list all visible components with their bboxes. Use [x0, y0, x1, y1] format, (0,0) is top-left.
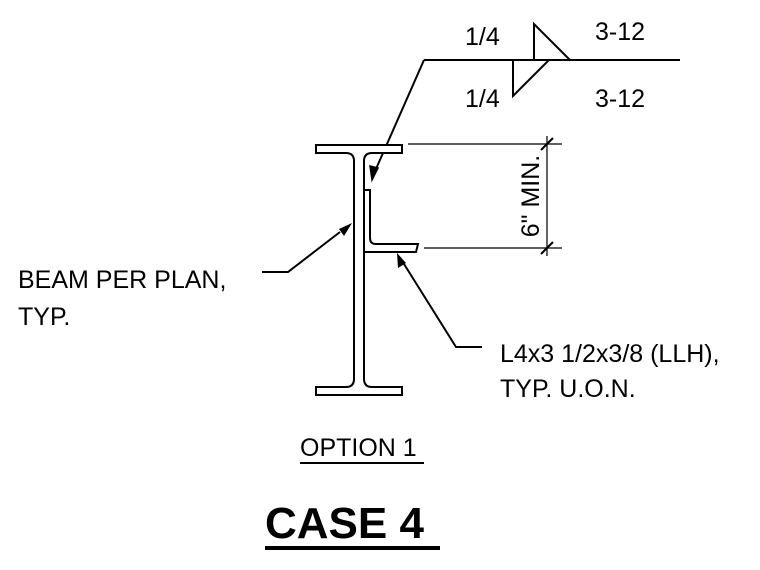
weld-length-arrow-side: 3-12	[595, 18, 645, 46]
dimension	[408, 136, 562, 256]
angle-leader	[403, 263, 482, 348]
option-label: OPTION 1	[300, 434, 417, 462]
dimension-tick-top	[540, 137, 554, 151]
angle-note-line2: TYP. U.O.N.	[500, 375, 636, 403]
angle-leader-line	[403, 263, 482, 348]
weld-length-other-side: 3-12	[595, 85, 645, 113]
angle-leader-arrowhead	[397, 253, 406, 268]
fillet-weld-arrow-side	[533, 21, 573, 61]
beam-note-line2: TYP.	[18, 303, 70, 331]
angle-profile	[363, 189, 420, 253]
dimension-text: 6" MIN.	[517, 155, 545, 238]
weld-symbol	[371, 21, 680, 179]
beam-leader	[262, 231, 341, 273]
angle-note-line1: L4x3 1/2x3/8 (LLH),	[500, 340, 720, 368]
beam-leader-line	[262, 231, 341, 273]
angle-section	[363, 189, 420, 253]
weld-size-arrow-side: 1/4	[465, 23, 500, 51]
case-title: CASE 4	[265, 499, 424, 548]
weld-arrow-leader	[371, 59, 425, 179]
dimension-tick-bottom	[540, 241, 554, 255]
beam-note-line1: BEAM PER PLAN,	[18, 266, 226, 294]
weld-arrowhead	[369, 165, 380, 183]
beam-profile	[315, 144, 403, 396]
fillet-weld-other-side	[512, 59, 552, 99]
weld-size-other-side: 1/4	[465, 85, 500, 113]
beam-section	[315, 144, 403, 396]
beam-leader-arrowhead	[339, 223, 352, 236]
